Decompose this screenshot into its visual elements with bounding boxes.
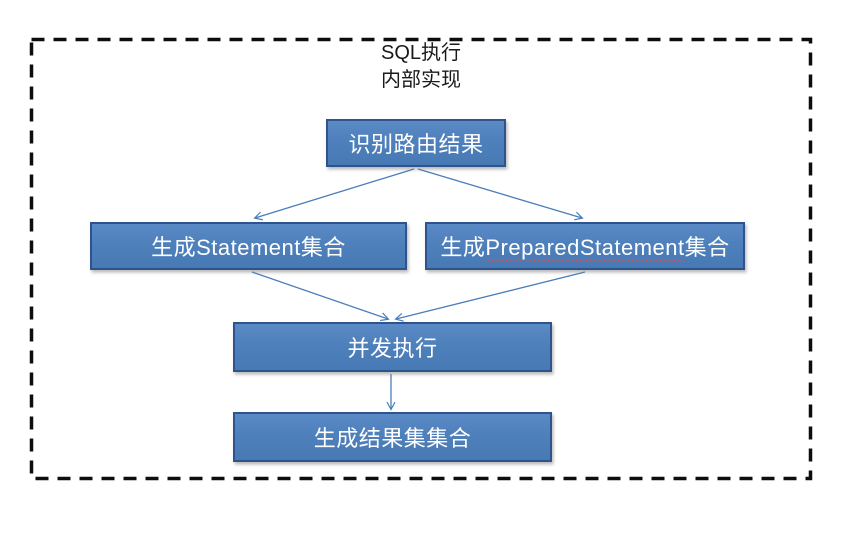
node-generate-prepared-statement-set: 生成PreparedStatement集合	[425, 222, 745, 270]
diagram-title: SQL执行 内部实现	[30, 40, 812, 94]
node-concurrent-execution-label: 并发执行	[347, 336, 438, 361]
label-suffix: 集合	[684, 235, 730, 260]
edge-prepared-to-concurrent	[396, 271, 586, 319]
node-generate-prepared-statement-set-label: 生成PreparedStatement集合	[440, 230, 729, 262]
edge-identify-to-prepared	[417, 168, 582, 218]
diagram-title-line2: 内部实现	[381, 69, 461, 91]
edge-statement-to-concurrent	[251, 271, 388, 319]
diagram-title-line1: SQL执行	[380, 42, 462, 64]
node-generate-statement-set: 生成Statement集合	[90, 222, 407, 270]
label-spellchecked-word: PreparedStatement	[485, 235, 685, 260]
node-generate-result-set-collection-label: 生成结果集集合	[313, 426, 472, 451]
node-identify-routing-result-label: 识别路由结果	[348, 132, 484, 157]
dashed-frame	[29, 37, 813, 481]
label-prefix: 生成	[440, 235, 486, 260]
node-generate-statement-set-label: 生成Statement集合	[151, 235, 346, 260]
node-generate-result-set-collection: 生成结果集集合	[233, 412, 552, 462]
node-concurrent-execution: 并发执行	[233, 322, 552, 372]
node-identify-routing-result: 识别路由结果	[326, 119, 506, 167]
edge-identify-to-statement	[255, 168, 415, 218]
